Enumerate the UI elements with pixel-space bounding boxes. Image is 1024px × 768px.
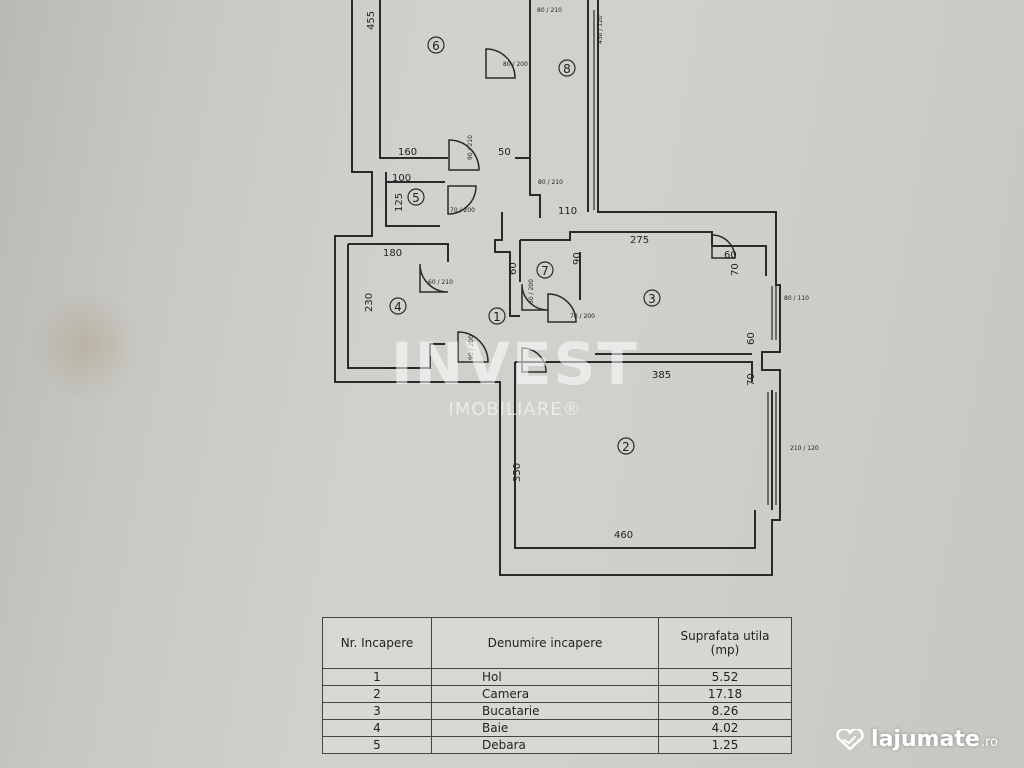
dim-90: 90 <box>572 252 583 265</box>
heart-handshake-icon <box>836 728 864 750</box>
dim-460: 460 <box>614 530 633 541</box>
opening-label: 80 / 110 <box>784 295 809 302</box>
site-name: lajumate <box>871 727 980 752</box>
room-number-7: 7 <box>541 264 549 278</box>
dim-60b: 60 <box>724 250 737 261</box>
watermark-brand: INVEST <box>391 330 639 398</box>
dim-110: 110 <box>558 206 577 217</box>
dim-350: 350 <box>512 463 523 482</box>
dim-70a: 70 <box>730 263 741 276</box>
row-area: 1.25 <box>658 736 792 754</box>
dim-160: 160 <box>398 147 417 158</box>
opening-label: 80 / 210 <box>538 179 563 186</box>
row-nr: 1 <box>322 668 432 686</box>
dim-70b: 70 <box>746 373 757 386</box>
opening-label: 210 / 120 <box>790 445 819 452</box>
table-row: 4 Baie 4.02 <box>322 719 792 737</box>
row-name: Baie <box>431 719 659 737</box>
room-number-1: 1 <box>493 310 501 324</box>
row-name: Hol <box>431 668 659 686</box>
row-name: Bucatarie <box>431 702 659 720</box>
table-row: 5 Debara 1.25 <box>322 736 792 754</box>
opening-label: 430 / 120 <box>597 15 604 44</box>
table-row: 2 Camera 17.18 <box>322 685 792 703</box>
row-area: 8.26 <box>658 702 792 720</box>
header-name: Denumire incapere <box>431 617 659 669</box>
dim-275: 275 <box>630 235 649 246</box>
room-area-table: Nr. Incapere Denumire incapere Suprafata… <box>322 617 792 754</box>
row-name: Debara <box>431 736 659 754</box>
row-name: Camera <box>431 685 659 703</box>
table-header-row: Nr. Incapere Denumire incapere Suprafata… <box>322 617 792 669</box>
opening-label: 80 / 200 <box>503 61 528 68</box>
opening-label: 80 / 210 <box>537 7 562 14</box>
row-nr: 2 <box>322 685 432 703</box>
room-number-6: 6 <box>432 39 440 53</box>
opening-label: 90 / 210 <box>467 135 474 160</box>
header-nr: Nr. Incapere <box>322 617 432 669</box>
agency-watermark: INVEST IMOBILIARE® <box>380 335 650 420</box>
site-tld: .ro <box>980 735 998 750</box>
dim-100: 100 <box>392 173 411 184</box>
room-number-4: 4 <box>394 300 402 314</box>
dim-125: 125 <box>394 193 405 212</box>
table-row: 3 Bucatarie 8.26 <box>322 702 792 720</box>
room-number-2: 2 <box>622 440 630 454</box>
row-area: 5.52 <box>658 668 792 686</box>
watermark-subtitle: IMOBILIARE® <box>448 399 582 420</box>
dim-180: 180 <box>383 248 402 259</box>
opening-label: 90 / 200 <box>468 335 475 360</box>
site-badge[interactable]: lajumate .ro <box>835 727 998 752</box>
room-number-8: 8 <box>563 62 571 76</box>
dim-50: 50 <box>498 147 511 158</box>
row-area: 17.18 <box>658 685 792 703</box>
row-area: 4.02 <box>658 719 792 737</box>
dim-60a: 60 <box>508 262 519 275</box>
paper-stain <box>30 290 140 400</box>
table-row: 1 Hol 5.52 <box>322 668 792 686</box>
opening-label: 70 / 200 <box>570 313 595 320</box>
dim-60c: 60 <box>746 332 757 345</box>
dim-230: 230 <box>364 293 375 312</box>
row-nr: 5 <box>322 736 432 754</box>
row-nr: 4 <box>322 719 432 737</box>
opening-label: 60 / 200 <box>528 279 535 304</box>
header-area: Suprafata utila (mp) <box>658 617 792 669</box>
dim-455: 455 <box>366 11 377 30</box>
room-number-3: 3 <box>648 292 656 306</box>
room-number-5: 5 <box>412 191 420 205</box>
opening-label: 70 / 200 <box>450 207 475 214</box>
row-nr: 3 <box>322 702 432 720</box>
dim-385: 385 <box>652 370 671 381</box>
opening-label: 60 / 210 <box>428 279 453 286</box>
